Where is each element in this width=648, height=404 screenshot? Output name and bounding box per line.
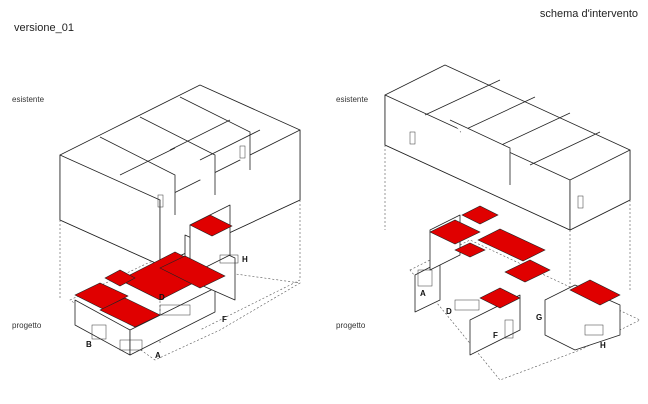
diagram-subtitle: schema d'intervento bbox=[539, 8, 638, 20]
project-label-left: progetto bbox=[12, 321, 42, 330]
project-label-right: progetto bbox=[336, 321, 366, 330]
zone-label-left-d: D bbox=[159, 293, 165, 302]
new-element-left-4 bbox=[159, 255, 226, 289]
new-element-right-2 bbox=[461, 205, 499, 225]
project-plan-right: A D F G H bbox=[409, 205, 641, 381]
existing-label-right: esistente bbox=[336, 95, 369, 104]
new-element-left-6 bbox=[104, 269, 136, 287]
zone-label-right-a: A bbox=[420, 289, 426, 298]
project-plan-left: A B D F H bbox=[69, 204, 301, 361]
existing-plan-right bbox=[384, 64, 631, 300]
zone-label-right-g: G bbox=[536, 313, 542, 322]
new-element-left-5 bbox=[189, 214, 233, 237]
new-element-right-6 bbox=[569, 279, 621, 306]
existing-label-left: esistente bbox=[12, 95, 45, 104]
zone-label-left-f: F bbox=[222, 315, 227, 324]
new-element-right-7 bbox=[454, 242, 486, 258]
new-element-left-1 bbox=[74, 282, 129, 310]
zone-label-left-h: H bbox=[242, 255, 248, 264]
zone-label-left-a: A bbox=[155, 351, 161, 360]
version-title: versione_01 bbox=[14, 22, 74, 34]
zone-label-right-f: F bbox=[493, 331, 498, 340]
zone-label-right-d: D bbox=[446, 307, 452, 316]
zone-label-right-h: H bbox=[600, 341, 606, 350]
zone-label-left-b: B bbox=[86, 340, 92, 349]
new-element-right-5 bbox=[504, 259, 551, 283]
new-element-right-1 bbox=[429, 219, 481, 245]
new-element-right-4 bbox=[479, 287, 521, 309]
new-element-right-3 bbox=[477, 228, 546, 262]
